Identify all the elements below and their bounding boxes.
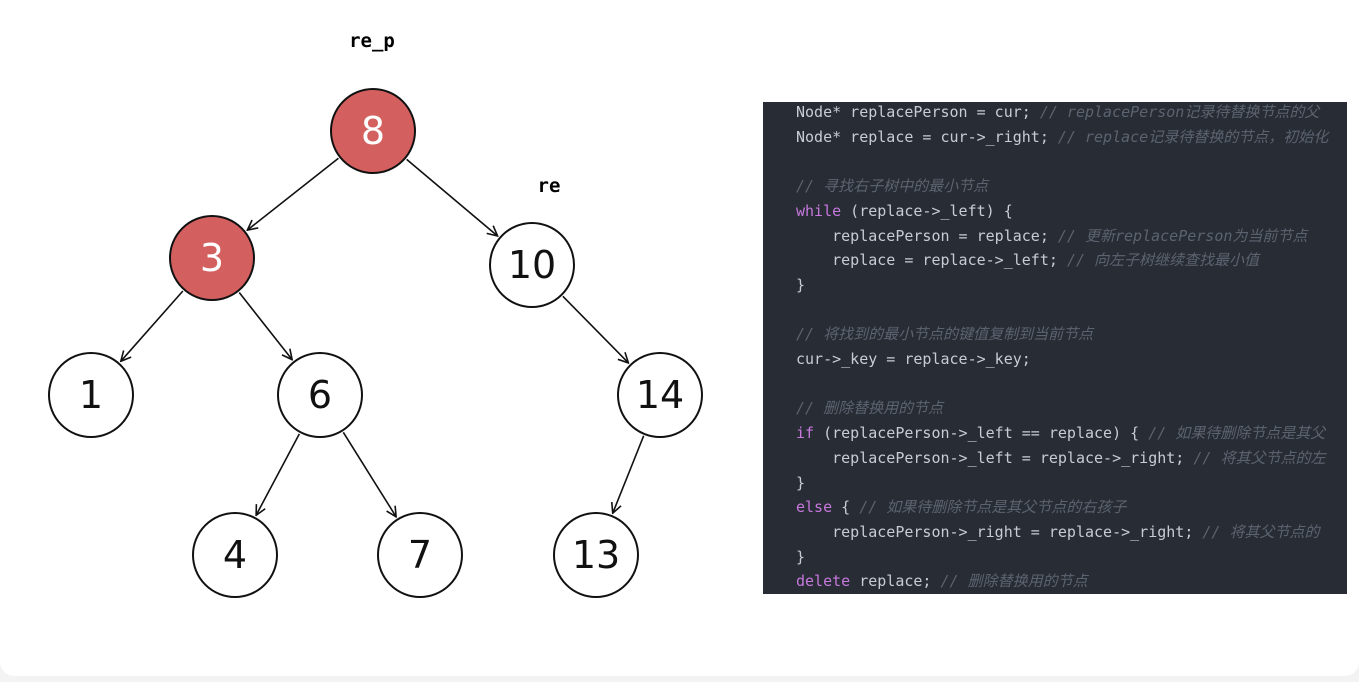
code-token: { <box>832 498 860 517</box>
code-token: (replace->_left) { <box>841 201 1013 220</box>
binary-search-tree-diagram: 8 3 10 1 6 14 4 7 13 re_p re <box>48 30 703 598</box>
tree-edges <box>121 157 645 516</box>
node-circle <box>489 222 575 308</box>
edge-n3-n6 <box>238 292 291 359</box>
comment-token: // replacePerson记录待替换节点的父 <box>1039 103 1320 121</box>
code-line: Node* replace = cur->_right; // replace记… <box>796 126 1328 148</box>
comment-token: // 向左子树继续查找最小值 <box>1066 251 1260 270</box>
code-line: replacePerson->_left = replace->_right; … <box>796 447 1325 469</box>
code-line: replacePerson->_right = replace->_right;… <box>796 521 1319 543</box>
code-token: Node* replacePerson = cur; <box>796 103 1040 121</box>
edge-n6-n7 <box>342 431 395 516</box>
code-line: delete replace; // 删除替换用的节点 <box>796 570 1088 592</box>
node-circle <box>377 512 463 598</box>
keyword-token: if <box>796 424 815 443</box>
comment-token: // 更新replacePerson为当前节点 <box>1057 226 1308 245</box>
code-line: // 删除替换用的节点 <box>796 397 943 419</box>
node-circle <box>48 352 134 438</box>
keyword-token: while <box>796 201 842 220</box>
node-label: 4 <box>223 533 247 577</box>
code-line: } <box>796 546 805 568</box>
code-token: } <box>796 473 806 492</box>
keyword-token: else <box>796 498 833 517</box>
code-line: Node* replacePerson = cur; // replacePer… <box>796 102 1319 123</box>
tree-node-8: 8 <box>330 88 416 174</box>
code-line: replacePerson = replace; // 更新replacePer… <box>796 225 1307 247</box>
node-circle <box>277 352 363 438</box>
node-label: 7 <box>408 533 432 577</box>
code-line: while (replace->_left) { <box>796 200 1013 222</box>
code-line: } <box>796 274 805 296</box>
code-line: replace = replace->_left; // 向左子树继续查找最小值 <box>796 249 1259 271</box>
code-token: Node* replace = cur->_right; <box>796 127 1058 146</box>
tree-node-3: 3 <box>169 215 255 301</box>
edge-n14-n13 <box>613 435 645 512</box>
edge-n8-n3 <box>248 157 339 229</box>
tree-nodes: 8 3 10 1 6 14 4 7 13 <box>48 88 703 598</box>
node-circle <box>617 352 703 438</box>
node-circle <box>192 512 278 598</box>
code-line: // 寻找右子树中的最小节点 <box>796 175 988 197</box>
code-token: replace; <box>850 572 941 591</box>
code-line: } <box>796 472 805 494</box>
comment-token: // 将其父节点的 <box>1202 522 1320 541</box>
node-label: 13 <box>572 533 620 577</box>
comment-token: // 寻找右子树中的最小节点 <box>796 177 989 196</box>
comment-token: // 如果待删除节点是其父 <box>1148 424 1326 443</box>
code-token: } <box>796 547 806 566</box>
tree-node-4: 4 <box>192 512 278 598</box>
node-label: 14 <box>636 373 684 417</box>
code-line: // 将找到的最小节点的键值复制到当前节点 <box>796 323 1093 345</box>
tree-node-6: 6 <box>277 352 363 438</box>
code-token: cur->_key = replace->_key; <box>796 350 1031 368</box>
node-circle <box>330 88 416 174</box>
code-token: replacePerson->_right = replace->_right; <box>796 522 1203 541</box>
node-label: 1 <box>79 373 103 417</box>
code-token: (replacePerson->_left == replace) { <box>814 424 1149 443</box>
code-line: cur->_key = replace->_key; <box>796 348 1031 370</box>
tree-node-14: 14 <box>617 352 703 438</box>
node-label: 6 <box>308 373 332 417</box>
node-label: 8 <box>361 109 385 153</box>
code-token: replace = replace->_left; <box>796 251 1067 270</box>
edge-n6-n4 <box>257 433 301 515</box>
code-block: Node* replacePerson = cur; // replacePer… <box>763 102 1347 594</box>
edge-n3-n1 <box>121 290 184 361</box>
tree-node-1: 1 <box>48 352 134 438</box>
node-circle <box>169 215 255 301</box>
code-line: else { // 如果待删除节点是其父节点的右孩子 <box>796 496 1126 518</box>
tree-node-10: 10 <box>489 222 575 308</box>
comment-token: // 如果待删除节点是其父节点的右孩子 <box>859 498 1127 517</box>
tree-node-13: 13 <box>553 512 639 598</box>
code-token: replacePerson = replace; <box>796 226 1058 245</box>
tree-node-7: 7 <box>377 512 463 598</box>
edge-n8-n10 <box>406 158 497 235</box>
node-label: 10 <box>508 243 556 287</box>
comment-token: // 将找到的最小节点的键值复制到当前节点 <box>796 325 1094 344</box>
comment-token: // 将其父节点的左 <box>1193 448 1326 467</box>
node-circle <box>553 512 639 598</box>
code-token: replacePerson->_left = replace->_right; <box>796 448 1194 467</box>
comment-token: // 删除替换用的节点 <box>940 572 1088 591</box>
code-token: } <box>796 275 806 294</box>
code-line: if (replacePerson->_left == replace) { /… <box>796 422 1325 444</box>
edge-n10-n14 <box>562 295 628 362</box>
comment-token: // 删除替换用的节点 <box>796 399 944 418</box>
pointer-label-re-p: re_p <box>349 30 395 52</box>
keyword-token: delete <box>796 572 851 591</box>
comment-token: // replace记录待替换的节点，初始化 <box>1057 127 1329 146</box>
pointer-label-re: re <box>538 175 561 197</box>
node-label: 3 <box>200 236 224 280</box>
